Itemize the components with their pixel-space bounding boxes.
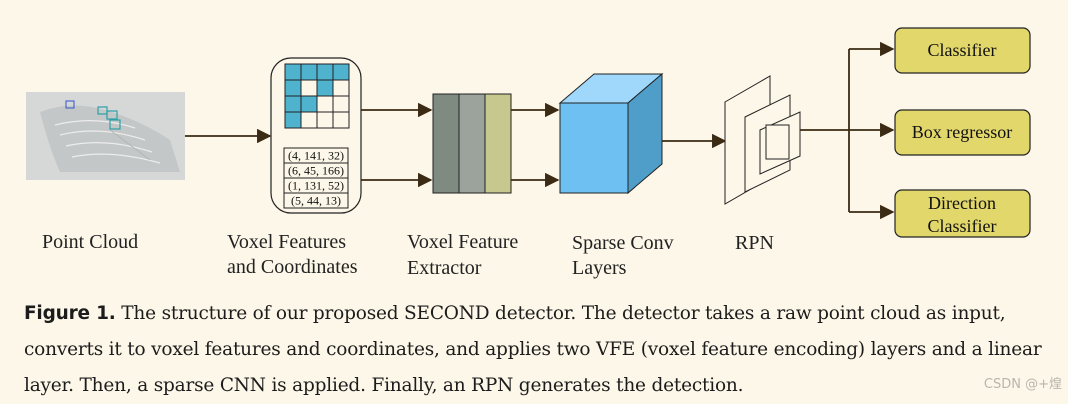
sparse-conv-label-line1: Sparse Conv	[572, 232, 674, 254]
voxel-cell	[332, 111, 350, 129]
direction-label-line1: Direction	[928, 193, 996, 213]
caption-text: The structure of our proposed SECOND det…	[24, 303, 1042, 396]
voxel-cell	[332, 79, 350, 97]
coordinate-text: (5, 44, 13)	[291, 194, 341, 208]
voxel-features-label-line1: Voxel Features	[227, 231, 347, 253]
vfe-label-line2: Extractor	[407, 257, 482, 279]
rpn-label: RPN	[735, 232, 774, 254]
voxel-cell	[316, 95, 334, 113]
coordinate-text: (6, 45, 166)	[288, 164, 344, 178]
voxel-cell	[284, 111, 302, 129]
coordinate-text: (1, 131, 52)	[288, 179, 344, 193]
voxel-features-label-line2: and Coordinates	[227, 256, 358, 278]
figure-caption: Figure 1. The structure of our proposed …	[24, 296, 1044, 404]
voxel-grid	[284, 63, 350, 129]
voxel-cell	[332, 95, 350, 113]
coordinate-list: (4, 141, 32)(6, 45, 166)(1, 131, 52)(5, …	[283, 147, 349, 209]
sparse-conv-label-line2: Layers	[572, 257, 627, 279]
direction-label-line2: Classifier	[928, 216, 997, 236]
point-cloud-label: Point Cloud	[42, 231, 139, 253]
voxel-cell	[284, 95, 302, 113]
voxel-cell	[300, 63, 318, 81]
vfe-layer-2	[458, 93, 486, 194]
vfe-label-line1: Voxel Feature	[407, 231, 519, 253]
vfe-layer-3	[484, 93, 512, 194]
classifier-head: Classifier	[894, 27, 1031, 74]
classifier-label: Classifier	[928, 40, 997, 60]
vfe-block	[432, 93, 512, 194]
rpn-branch-lines	[800, 41, 895, 220]
architecture-diagram: (4, 141, 32)(6, 45, 166)(1, 131, 52)(5, …	[26, 27, 1031, 238]
coordinate-text: (4, 141, 32)	[288, 149, 344, 163]
vfe-layer-1	[432, 93, 460, 194]
voxel-cell	[332, 63, 350, 81]
voxel-cell	[300, 111, 318, 129]
voxel-cell	[300, 95, 318, 113]
direction-classifier-head: Direction Classifier	[894, 189, 1031, 238]
voxel-cell	[300, 79, 318, 97]
voxel-cell	[284, 79, 302, 97]
watermark: CSDN @+煌	[983, 377, 1062, 392]
voxel-cell	[316, 111, 334, 129]
rpn-block	[724, 75, 801, 205]
box-regressor-label: Box regressor	[912, 122, 1012, 142]
voxel-cell	[284, 63, 302, 81]
voxel-cell	[316, 79, 334, 97]
voxel-cell	[316, 63, 334, 81]
coordinate-cell	[283, 192, 349, 209]
sparse-conv-cube	[558, 72, 664, 195]
box-regressor-head: Box regressor	[894, 109, 1031, 156]
caption-label: Figure 1.	[24, 303, 116, 324]
point-cloud-image	[26, 92, 185, 180]
